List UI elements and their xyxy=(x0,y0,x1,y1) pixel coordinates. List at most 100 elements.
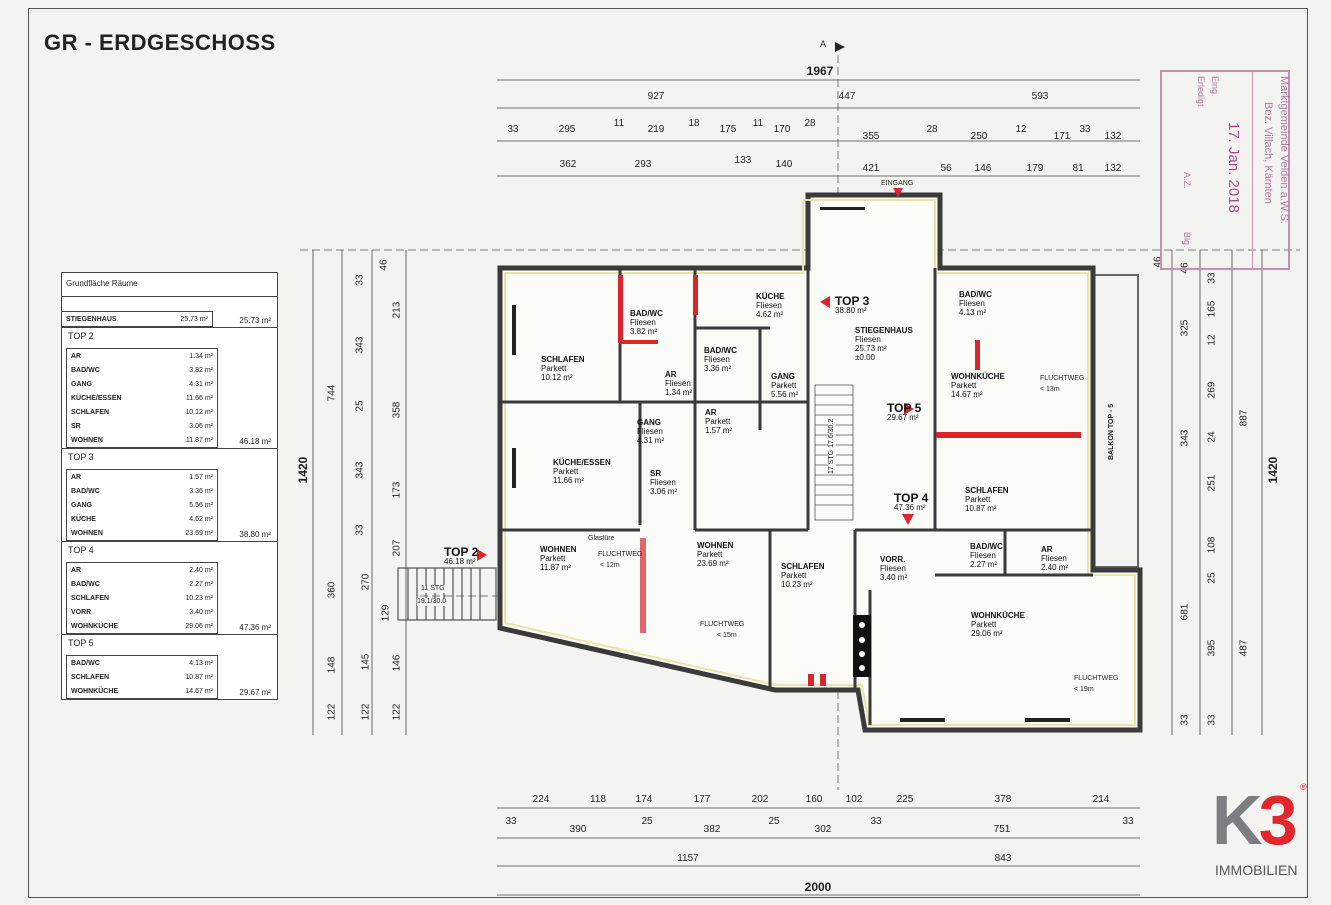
dim-label: 129 xyxy=(380,604,392,622)
dim-label: 362 xyxy=(559,159,577,170)
dim-label: 33 xyxy=(1079,124,1091,135)
dim-label: 343 xyxy=(354,336,366,354)
dim-label: 140 xyxy=(775,159,793,170)
dim-label: 146 xyxy=(391,654,403,672)
dim-label: 270 xyxy=(360,573,372,591)
dim-label: 132 xyxy=(1104,131,1122,142)
exterior-stairs xyxy=(397,567,497,621)
dim-label: 33 xyxy=(354,274,366,286)
dim-label: 33 xyxy=(1206,714,1218,726)
escape-route-length: < 13m xyxy=(1040,386,1060,393)
dim-label: 213 xyxy=(391,301,403,319)
escape-route-length: < 15m xyxy=(717,632,737,639)
escape-route-label: FLUCHTWEG xyxy=(700,621,745,628)
dim-label: 378 xyxy=(994,794,1012,805)
section-title: TOP 4 xyxy=(68,545,94,555)
dim-label: 219 xyxy=(647,124,665,135)
dim-label: 11 xyxy=(752,118,764,129)
dim-label: 160 xyxy=(805,794,823,805)
stamp-field: A.Z. xyxy=(1182,172,1192,189)
dim-label: 751 xyxy=(993,824,1011,835)
dim-label: 56 xyxy=(940,163,952,174)
page-title: GR - ERDGESCHOSS xyxy=(44,30,276,55)
dim-label: 593 xyxy=(1031,91,1049,102)
drawing-frame xyxy=(28,8,1308,898)
dim-label: 343 xyxy=(354,461,366,479)
dim-label: 145 xyxy=(360,653,372,671)
chimney-flues xyxy=(859,622,865,671)
dim-label: 295 xyxy=(558,124,576,135)
dim-label: 250 xyxy=(970,131,988,142)
dim-label: 681 xyxy=(1179,603,1191,621)
interior-stairs-label: 17 STG 17.6/30.2 xyxy=(828,418,836,474)
registered-mark: ® xyxy=(1300,782,1307,792)
municipal-stamp: Marktgemeinde Velden a.W.S. Bez. Villach… xyxy=(1160,70,1290,270)
dim-label: 174 xyxy=(635,794,653,805)
balcony-label: BALKON TOP - 5 xyxy=(1108,403,1115,460)
dim-label: 173 xyxy=(391,481,403,499)
stamp-divider xyxy=(1252,72,1253,268)
dim-label: 177 xyxy=(693,794,711,805)
dim-right-overall: 1420 xyxy=(1266,456,1280,484)
dim-label: 225 xyxy=(896,794,914,805)
windows xyxy=(512,207,1070,722)
dim-label: 102 xyxy=(845,794,863,805)
dim-label: 302 xyxy=(814,824,832,835)
dim-label: 293 xyxy=(634,159,652,170)
entrance-label: EINGANG xyxy=(881,180,914,187)
dim-label: 146 xyxy=(974,163,992,174)
dim-label: 390 xyxy=(569,824,587,835)
dim-label: 447 xyxy=(838,91,856,102)
dim-label: 133 xyxy=(734,155,752,166)
dim-label: 487 xyxy=(1238,639,1250,657)
section-arrow-icon xyxy=(835,42,845,52)
dim-label: 887 xyxy=(1238,409,1250,427)
logo-subtitle: IMMOBILIEN xyxy=(1215,862,1298,878)
section-marker: A xyxy=(820,39,827,49)
dim-label: 179 xyxy=(1026,163,1044,174)
exterior-stairs-dim: 19.1/30.0 xyxy=(417,598,447,606)
escape-route-label: FLUCHTWEG xyxy=(1040,375,1085,382)
dim-label: 33 xyxy=(870,816,882,827)
exterior-stairs-label: 11 STG xyxy=(421,585,445,593)
dim-top-overall: 1967 xyxy=(806,64,834,78)
dim-bottom-overall: 2000 xyxy=(804,880,832,894)
dim-label: 744 xyxy=(326,384,338,402)
dim-label: 33 xyxy=(507,124,519,135)
dim-label: 12 xyxy=(1015,124,1027,135)
dim-label: 165 xyxy=(1206,300,1218,318)
stamp-field: Eing. xyxy=(1210,76,1220,97)
stamp-field: Blg. xyxy=(1182,232,1192,248)
section-title: TOP 3 xyxy=(68,452,94,462)
dim-label: 421 xyxy=(862,163,880,174)
dim-label: 171 xyxy=(1053,131,1071,142)
section-total: 47.36 m² xyxy=(239,623,271,632)
stamp-date: 17. Jan. 2018 xyxy=(1225,122,1242,213)
new-walls xyxy=(618,275,1081,686)
dim-label: 25 xyxy=(641,816,653,827)
dim-label: 343 xyxy=(1179,429,1191,447)
